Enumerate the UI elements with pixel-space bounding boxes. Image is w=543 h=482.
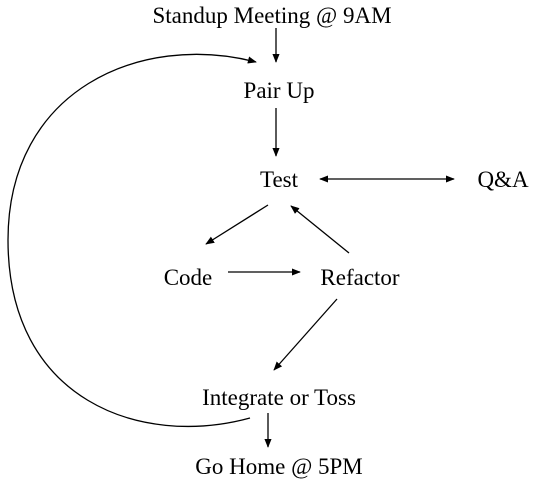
- node-pair-up: Pair Up: [244, 78, 315, 103]
- node-refactor: Refactor: [320, 265, 400, 290]
- node-standup-meeting: Standup Meeting @ 9AM: [152, 3, 391, 28]
- node-test: Test: [260, 167, 299, 192]
- node-qa: Q&A: [477, 167, 529, 192]
- node-go-home: Go Home @ 5PM: [195, 454, 363, 479]
- node-integrate-or-toss: Integrate or Toss: [202, 385, 356, 410]
- edge-loop-integrate-to-pairup: [7, 53, 257, 428]
- edge-refactor-to-integrate: [273, 298, 338, 371]
- node-code: Code: [164, 265, 213, 290]
- edge-refactor-to-test: [290, 205, 350, 254]
- edge-test-to-code: [205, 204, 269, 245]
